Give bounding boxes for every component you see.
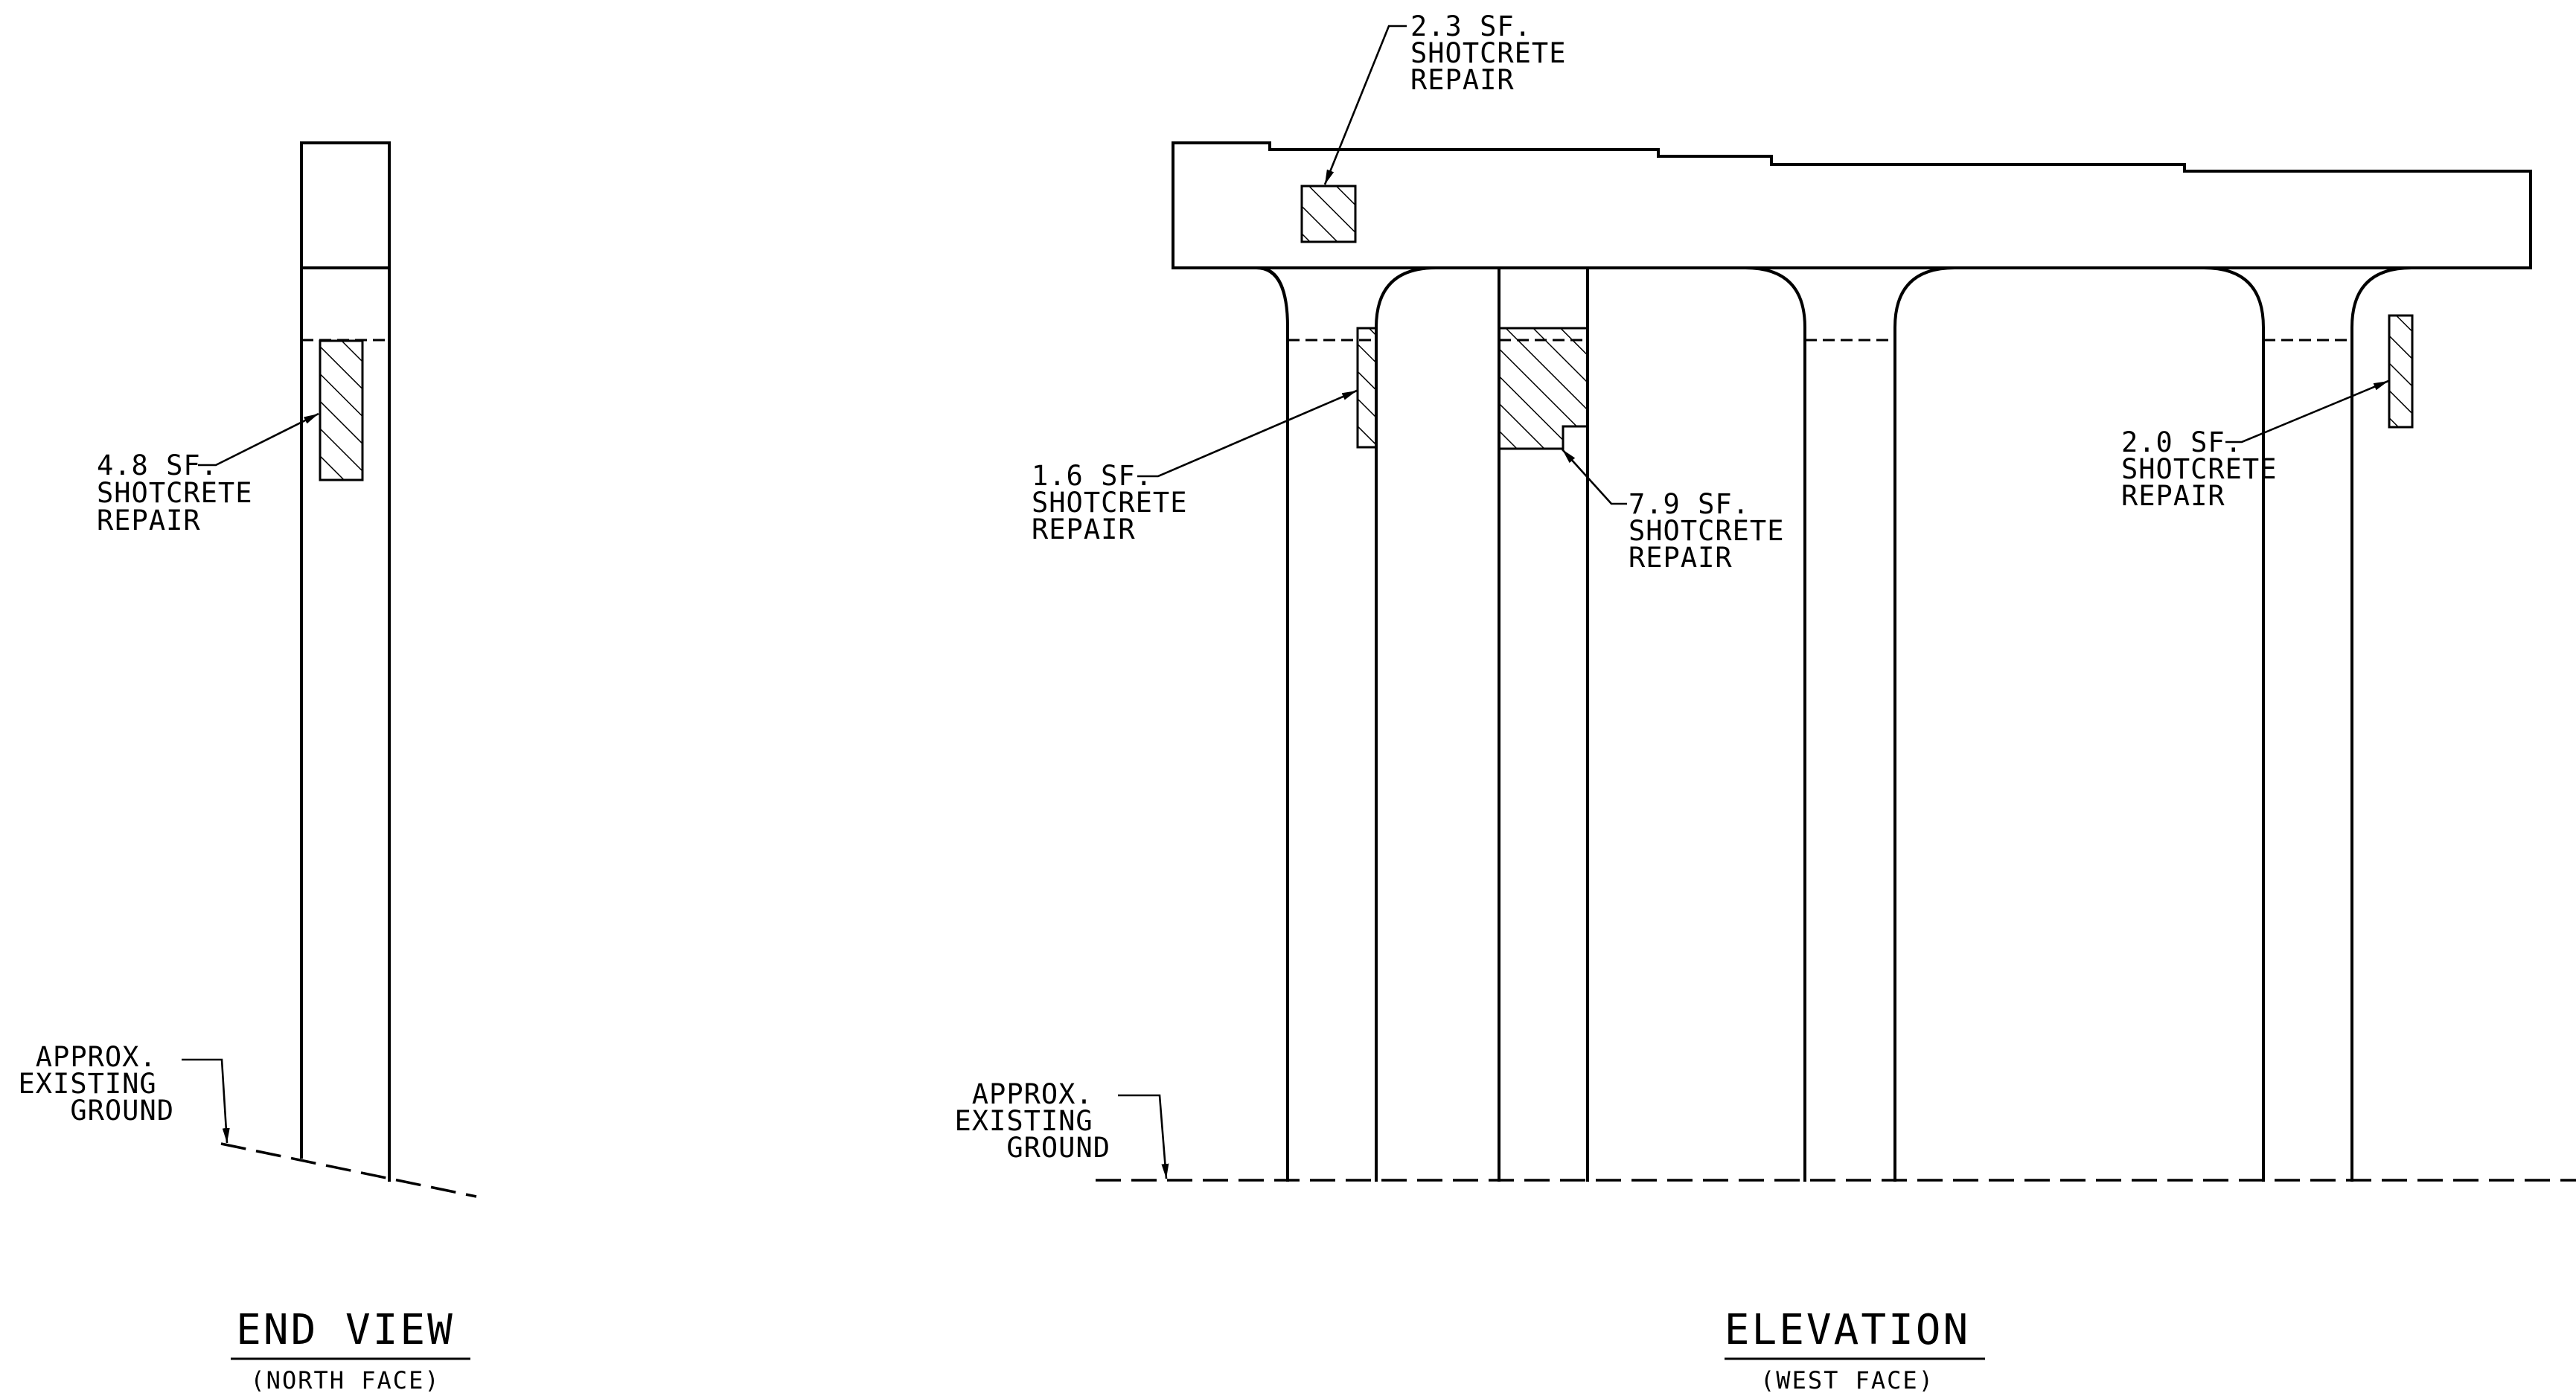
elevation-ground-label: APPROX. EXISTING GROUND [955, 1078, 1111, 1164]
elevation-ground-line2: EXISTING [955, 1105, 1093, 1137]
elevation-title: ELEVATION [1725, 1306, 1970, 1354]
column-2-repair-line3: REPAIR [1629, 542, 1733, 574]
end-view-title: END VIEW [236, 1306, 455, 1354]
elevation-ground-leader [1118, 1094, 1169, 1179]
cap-repair-patch [1300, 185, 1357, 243]
column-1-repair-line2: SHOTCRETE [1032, 487, 1187, 519]
column-2-repair-patch [1498, 327, 1589, 450]
end-view-ground-line2: EXISTING [19, 1068, 157, 1100]
end-view-repair-leader [198, 412, 319, 467]
column-4-repair-line2: SHOTCRETE [2121, 453, 2277, 485]
cap-repair-leader [1323, 25, 1407, 185]
column-4-repair-leader [2225, 380, 2389, 443]
end-view-repair-line1: 4.8 SF. [97, 449, 218, 481]
column-2-repair-line1: 7.9 SF. [1629, 488, 1750, 520]
column-1-repair-line3: REPAIR [1032, 513, 1136, 545]
elevation-ground-line3: GROUND [1006, 1132, 1110, 1164]
column-4-repair-patch [2388, 314, 2414, 429]
column-2-repair-label: 7.9 SF. SHOTCRETE REPAIR [1629, 488, 1802, 574]
end-view-repair-line3: REPAIR [97, 505, 201, 537]
end-view-ground-line3: GROUND [70, 1095, 174, 1127]
column-1-repair-patch [1356, 327, 1378, 449]
end-view-column [300, 141, 391, 1182]
end-view-repair-line2: SHOTCRETE [97, 477, 252, 509]
column-2-repair-line2: SHOTCRETE [1629, 515, 1784, 547]
end-view-ground-leader [182, 1058, 230, 1144]
cap-repair-line1: 2.3 SF. [1410, 10, 1532, 42]
column-1-repair-label: 1.6 SF. SHOTCRETE REPAIR [1032, 460, 1205, 545]
column-4 [2350, 266, 2532, 1182]
column-2-repair-leader [1562, 449, 1627, 505]
end-view: 4.8 SF. SHOTCRETE REPAIR APPROX. EXISTIN… [19, 141, 477, 1393]
end-view-subtitle: (NORTH FACE) [250, 1366, 440, 1393]
column-3-left-edge [1586, 266, 1806, 1182]
pier-cap [1172, 141, 2532, 269]
end-view-ground-line [220, 1142, 477, 1198]
column-1-repair-line1: 1.6 SF. [1032, 460, 1153, 492]
column-1 [1256, 266, 1289, 1182]
cap-repair-label: 2.3 SF. SHOTCRETE REPAIR [1410, 10, 1584, 96]
cap-repair-line2: SHOTCRETE [1410, 37, 1566, 69]
elevation-ground-line1: APPROX. [972, 1078, 1093, 1110]
end-view-ground-label: APPROX. EXISTING GROUND [19, 1041, 175, 1127]
elevation-view: 2.3 SF. SHOTCRETE REPAIR 1.6 SF. SHOTCRE… [955, 10, 2576, 1393]
column-4-repair-line1: 2.0 SF. [2121, 426, 2243, 458]
end-view-ground-line1: APPROX. [36, 1041, 157, 1073]
cap-repair-line3: REPAIR [1410, 64, 1515, 96]
column-1-right-edge [1375, 266, 1438, 1182]
elevation-subtitle: (WEST FACE) [1760, 1366, 1934, 1393]
end-view-repair-patch [319, 339, 364, 481]
end-view-repair-label: 4.8 SF. SHOTCRETE REPAIR [97, 449, 270, 537]
column-4-repair-line3: REPAIR [2121, 480, 2225, 512]
column-3-right-edge [1893, 266, 2265, 1182]
column-1-repair-leader [1137, 389, 1358, 478]
column-4-repair-label: 2.0 SF. SHOTCRETE REPAIR [2121, 426, 2295, 512]
